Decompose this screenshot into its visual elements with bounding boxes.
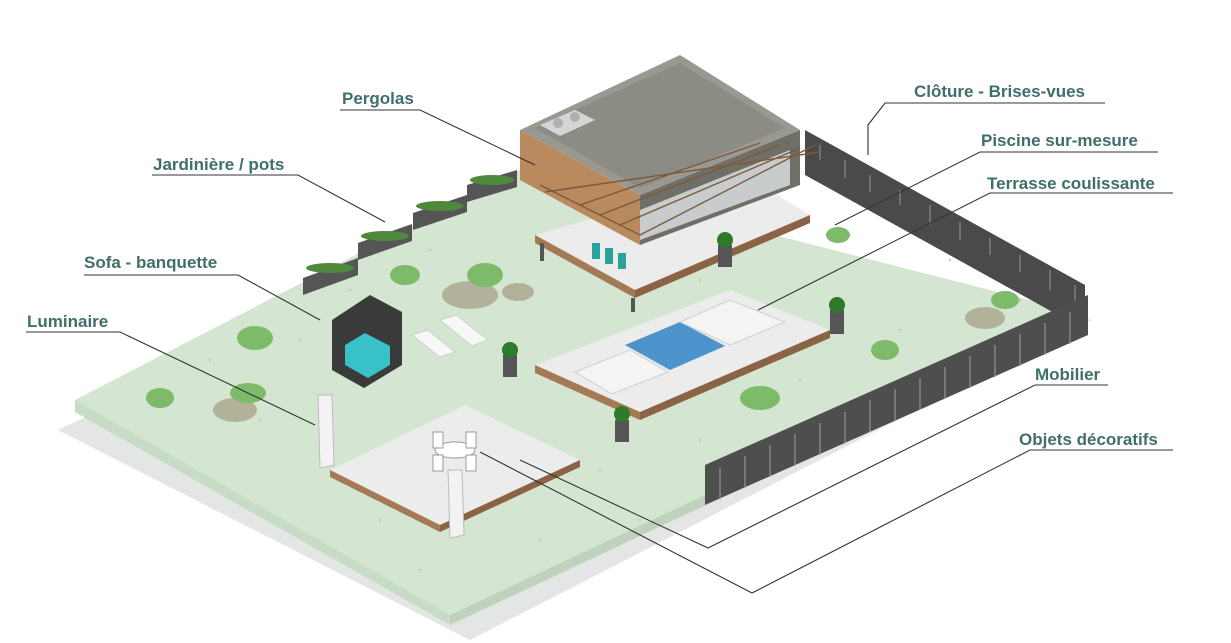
ac-unit [540,110,595,136]
sliding-cover-2 [573,349,670,395]
label-luminaire[interactable]: Luminaire [27,312,109,331]
leader-pergolas [340,109,536,166]
label-jardiniere[interactable]: Jardinière / pots [153,155,285,174]
label-pergolas[interactable]: Pergolas [342,89,414,108]
label-mobilier[interactable]: Mobilier [1035,365,1101,384]
sun-loungers [410,314,490,358]
house-roof-inner [535,63,785,188]
planters [303,170,517,295]
pool-deck-edge [535,365,640,420]
fence-back [805,130,1085,330]
deck-post [540,243,544,261]
leader-luminaire [26,331,316,426]
label-terrasse[interactable]: Terrasse coulissante [987,174,1155,193]
pergola [539,142,821,236]
topiaries [502,232,845,442]
sofa [332,295,402,388]
leader-terrasse [757,192,1173,311]
leader-piscine [834,151,1158,226]
fence-front-slats [719,312,1071,500]
plants [146,227,1019,410]
dining-deck [330,405,580,525]
leader-sofa [84,274,321,321]
leader-mobilier [519,384,1108,549]
label-cloture[interactable]: Clôture - Brises-vues [914,82,1085,101]
pool-deck-edge-right [640,330,830,420]
lawn-side [75,400,450,625]
dining-deck-edge [330,470,440,532]
leader-objets [479,449,1173,594]
label-objets[interactable]: Objets décoratifs [1019,430,1158,449]
leader-cloture [867,102,1105,155]
label-sofa[interactable]: Sofa - banquette [84,253,218,272]
lamps [317,394,465,539]
leader-lines [26,102,1173,594]
house-glazing [640,150,790,240]
label-piscine[interactable]: Piscine sur-mesure [981,131,1138,150]
dining-deck-edge-right [440,460,580,532]
table-set [432,431,477,472]
leader-jardiniere [152,174,386,223]
rocks [213,281,1005,422]
pool-water [625,322,725,370]
sliding-cover [678,299,787,346]
house-deck-edge [535,235,635,298]
deck-post [631,298,635,312]
fence-front [705,295,1088,505]
